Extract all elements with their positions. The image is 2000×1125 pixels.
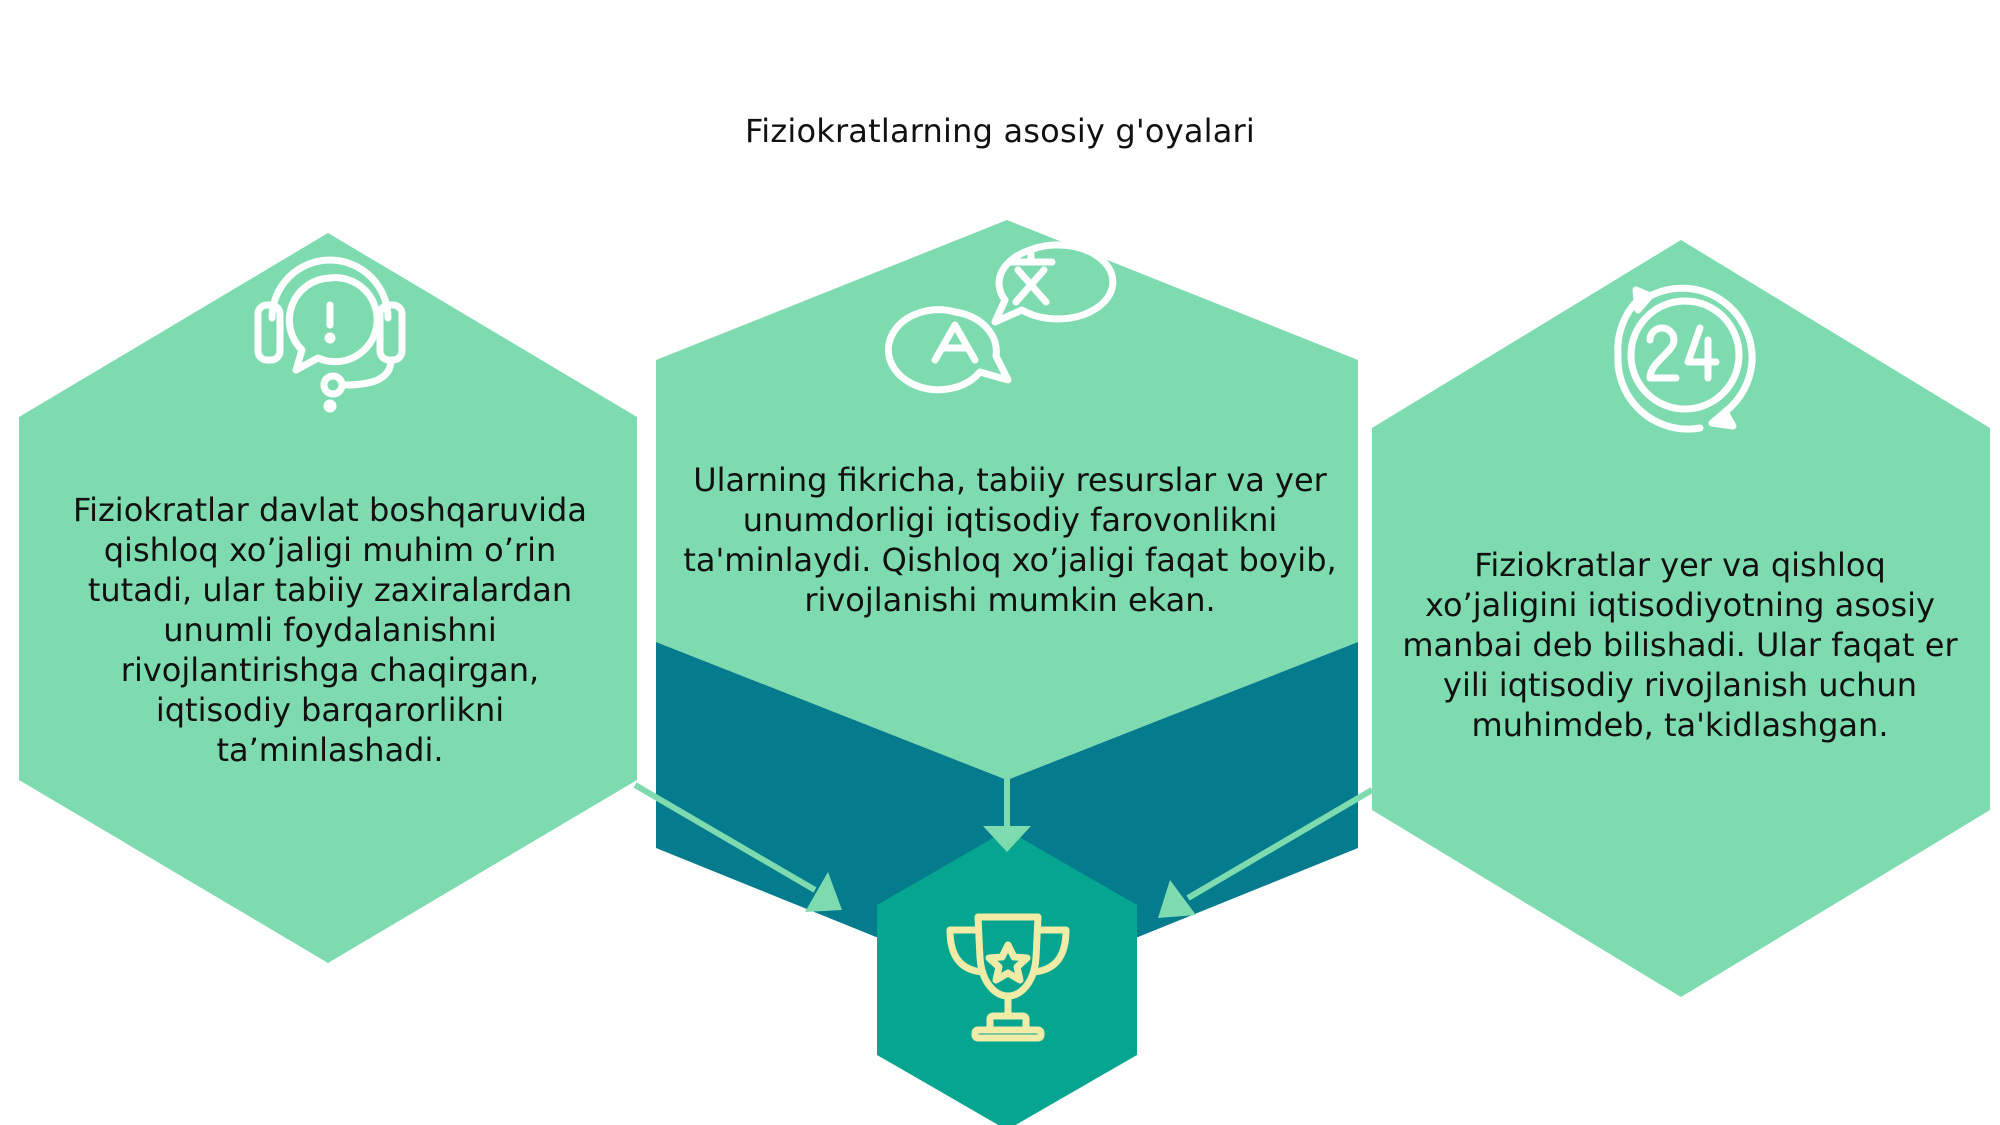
right-hexagon	[1372, 240, 1990, 997]
clock-24-icon	[1614, 284, 1756, 433]
trophy-icon	[946, 913, 1070, 1042]
translate-icon	[884, 241, 1117, 394]
middle-hexagon-top	[656, 220, 1358, 780]
arrow-middle	[983, 775, 1031, 852]
left-block-text: Fiziokratlar davlat boshqaruvida qishloq…	[73, 491, 587, 769]
arrow-right	[1158, 787, 1374, 918]
arrow-left	[633, 782, 842, 912]
headset-icon	[254, 256, 406, 413]
middle-block-text: Ularning fikricha, tabiiy resurslar va y…	[683, 461, 1337, 619]
right-block-text: Fiziokratlar yer va qishloq xo’jaligini …	[1402, 546, 1958, 744]
page-title: Fiziokratlarning asosiy g'oyalari	[744, 112, 1256, 150]
left-hexagon	[19, 233, 637, 963]
